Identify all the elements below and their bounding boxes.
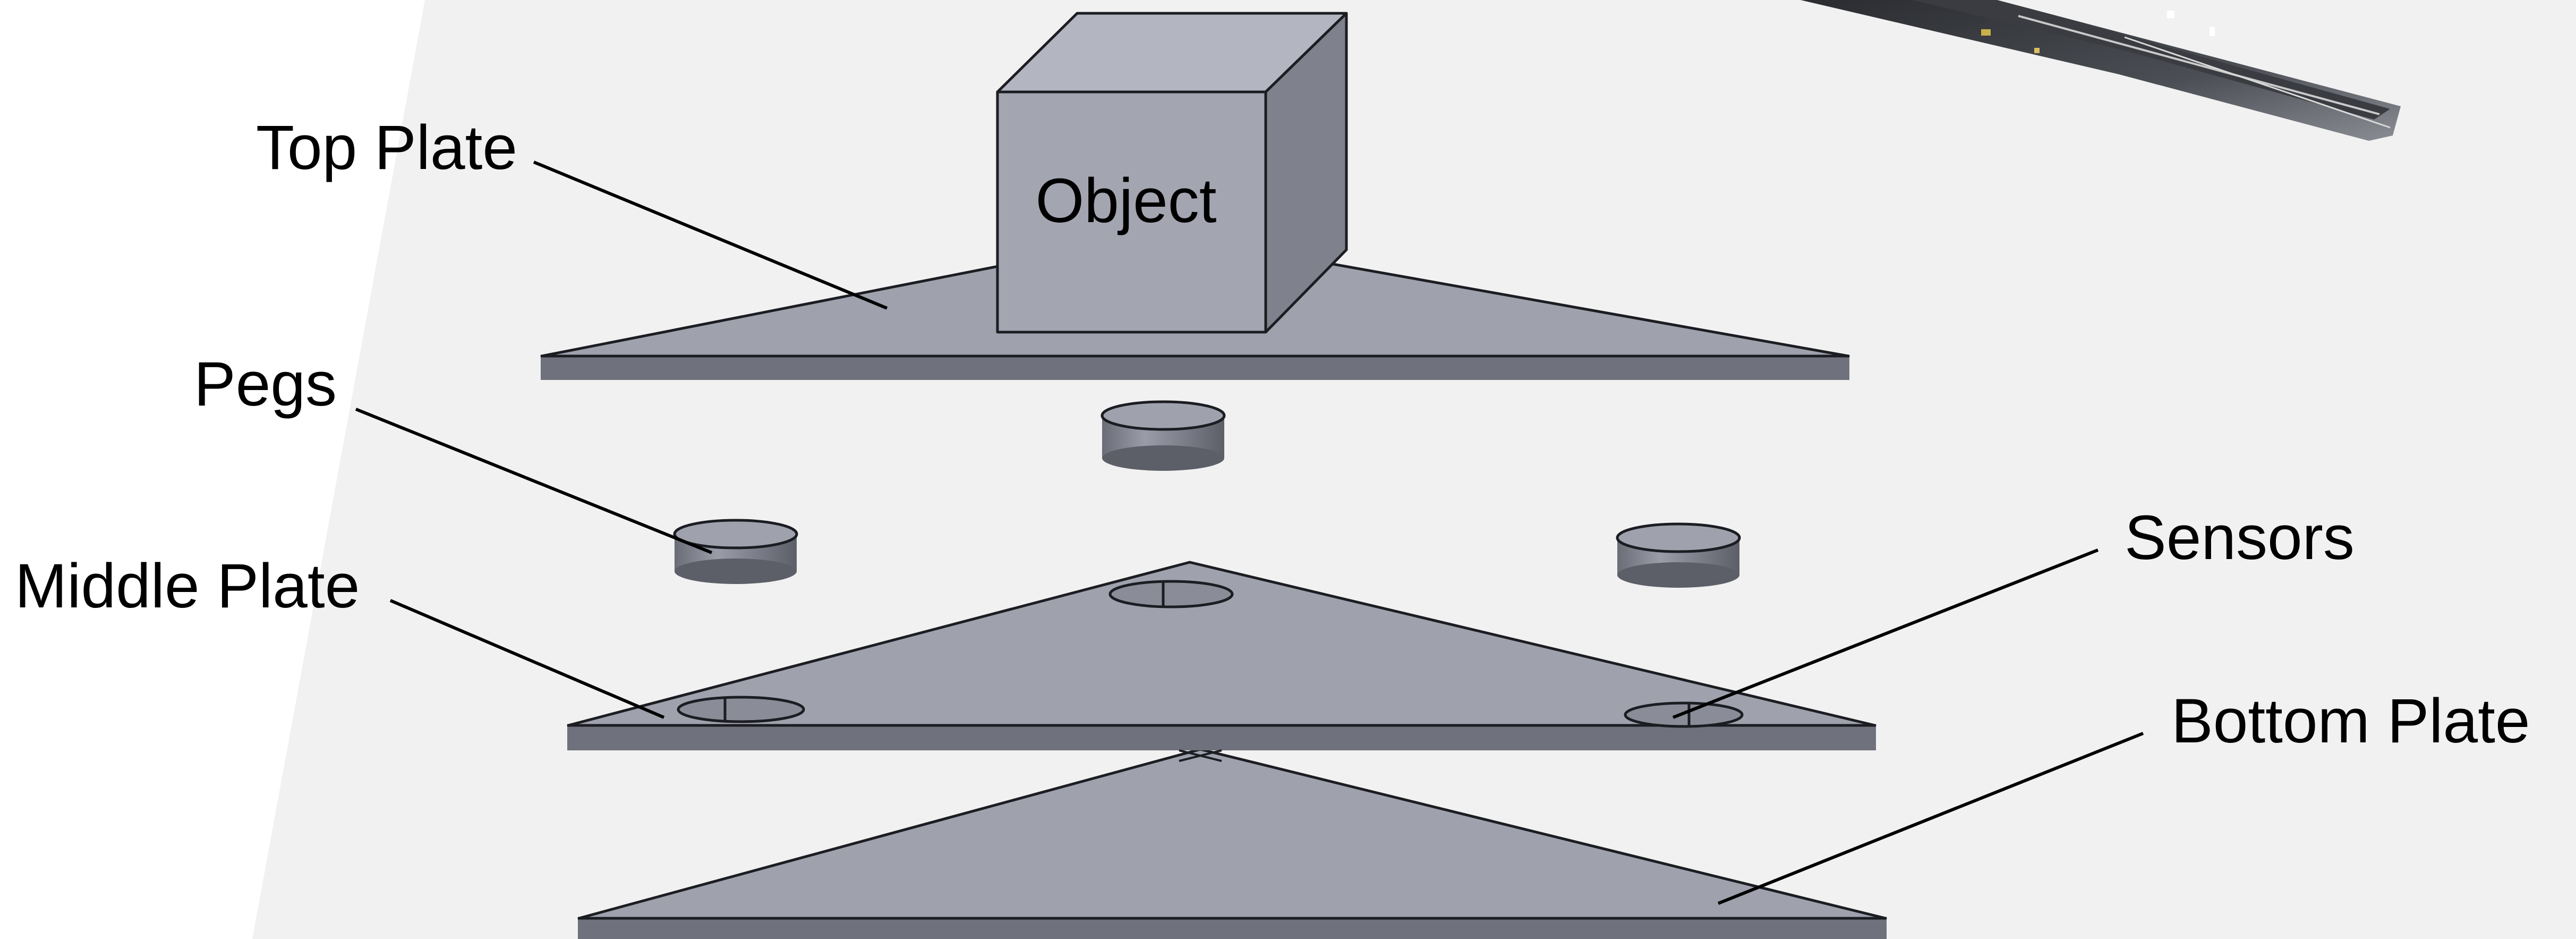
top-plate-leader [533, 160, 888, 310]
middle-plate-label: Middle Plate [15, 551, 360, 621]
backdrop-panel [252, 0, 2576, 939]
middle-plate-leader [389, 599, 665, 719]
sensors-label: Sensors [2125, 503, 2355, 573]
sensors-leader [1672, 548, 2099, 719]
sensor-cutout-top [1108, 580, 1234, 608]
bottom-plate-label: Bottom Plate [2171, 686, 2530, 756]
top-plate-label: Top Plate [256, 113, 517, 183]
peg-left [673, 519, 798, 584]
sensor-cutout-left [677, 696, 805, 723]
peg-center [1101, 400, 1226, 471]
pegs-leader [355, 408, 713, 554]
bottom-plate [577, 748, 1887, 939]
middle-plate-edge [567, 725, 1876, 750]
cube-front-face [996, 90, 1267, 334]
object-cube: Object [996, 12, 1348, 334]
top-plate-edge [541, 356, 1849, 380]
pegs-label: Pegs [194, 349, 337, 419]
middle-plate [567, 561, 1876, 762]
bottom-plate-leader [1717, 732, 2144, 905]
bottom-plate-edge [578, 918, 1887, 939]
spaceship-image [1801, 0, 2401, 141]
peg-right [1616, 522, 1741, 588]
object-label: Object [1035, 166, 1216, 236]
